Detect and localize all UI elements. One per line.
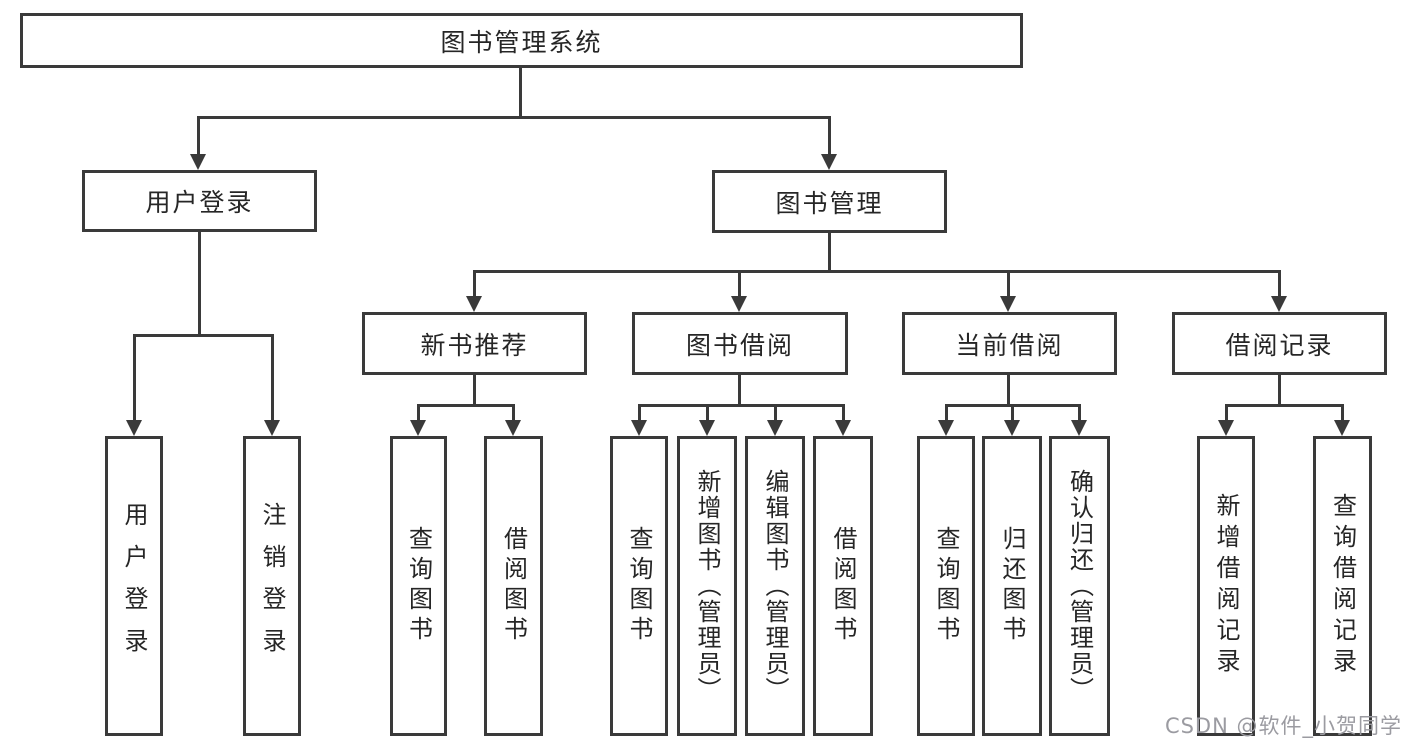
arrow-down-icon (1271, 296, 1287, 312)
connector-line (198, 232, 201, 336)
leaf-logout-label: 注销登录 (258, 502, 286, 670)
leaf-user-login-box: 用户登录 (105, 436, 163, 736)
leaf-query-books-recommend-label: 查询图书 (404, 526, 433, 646)
leaf-borrow-books-borrow-box: 借阅图书 (813, 436, 873, 736)
root-label: 图书管理系统 (440, 27, 603, 57)
arrow-down-icon (1218, 420, 1234, 436)
leaf-query-borrow-record-box: 查询借阅记录 (1313, 436, 1372, 736)
node-new-book-recommend-box: 新书推荐 (362, 312, 587, 375)
branch-user-login-box: 用户登录 (82, 170, 317, 232)
leaf-query-books-recommend-box: 查询图书 (390, 436, 447, 736)
arrow-down-icon (631, 420, 647, 436)
arrow-down-icon (466, 296, 482, 312)
connector-line (519, 66, 522, 119)
connector-line (133, 334, 273, 337)
node-book-borrow-box: 图书借阅 (632, 312, 848, 375)
connector-line (738, 270, 741, 300)
arrow-down-icon (938, 420, 954, 436)
leaf-edit-books-admin-box: 编辑图书（管理员） (745, 436, 805, 736)
arrow-down-icon (1071, 420, 1087, 436)
arrow-down-icon (731, 296, 747, 312)
connector-line (1011, 404, 1014, 422)
arrow-down-icon (505, 420, 521, 436)
connector-line (1225, 404, 1228, 422)
leaf-confirm-return-admin-label: 确认归还（管理员） (1065, 469, 1094, 703)
leaf-edit-books-admin-label: 编辑图书（管理员） (761, 469, 789, 703)
leaf-query-books-borrow-label: 查询图书 (625, 526, 653, 646)
csdn-watermark: CSDN @软件_小贺同学 (1164, 714, 1402, 738)
connector-line (828, 116, 831, 156)
leaf-return-books-label: 归还图书 (998, 526, 1026, 646)
connector-line (473, 270, 476, 300)
connector-line (945, 404, 948, 422)
connector-line (1278, 270, 1281, 300)
connector-line (197, 116, 200, 156)
leaf-query-borrow-record-label: 查询借阅记录 (1328, 493, 1357, 679)
connector-line (738, 375, 741, 406)
leaf-add-books-admin-box: 新增图书（管理员） (677, 436, 737, 736)
arrow-down-icon (821, 154, 837, 170)
leaf-borrow-books-borrow-label: 借阅图书 (829, 526, 857, 646)
arrow-down-icon (190, 154, 206, 170)
node-borrow-records-box: 借阅记录 (1172, 312, 1387, 375)
leaf-borrow-books-recommend-box: 借阅图书 (484, 436, 543, 736)
connector-line (1078, 404, 1081, 422)
arrow-down-icon (126, 420, 142, 436)
node-borrow-records-label: 借阅记录 (1225, 330, 1334, 360)
connector-line (706, 404, 709, 422)
connector-line (473, 375, 476, 406)
connector-line (1278, 375, 1281, 406)
connector-line (1007, 375, 1010, 406)
arrow-down-icon (1334, 420, 1350, 436)
branch-user-login-label: 用户登录 (145, 188, 254, 217)
node-new-book-recommend-label: 新书推荐 (420, 330, 529, 360)
arrow-down-icon (699, 420, 715, 436)
arrow-down-icon (410, 420, 426, 436)
arrow-down-icon (1000, 296, 1016, 312)
connector-line (1225, 404, 1344, 407)
branch-book-management-label: 图书管理 (775, 188, 884, 218)
connector-line (1341, 404, 1344, 422)
leaf-query-books-current-box: 查询图书 (917, 436, 975, 736)
arrow-down-icon (767, 420, 783, 436)
leaf-query-books-current-label: 查询图书 (932, 526, 960, 646)
branch-book-management-box: 图书管理 (712, 170, 947, 233)
connector-line (417, 404, 515, 407)
connector-line (512, 404, 515, 422)
connector-line (197, 116, 831, 119)
leaf-add-books-admin-label: 新增图书（管理员） (693, 469, 721, 703)
leaf-add-borrow-record-box: 新增借阅记录 (1197, 436, 1255, 736)
connector-line (638, 404, 641, 422)
leaf-logout-box: 注销登录 (243, 436, 301, 736)
connector-line (417, 404, 420, 422)
arrow-down-icon (264, 420, 280, 436)
leaf-query-books-borrow-box: 查询图书 (610, 436, 668, 736)
leaf-confirm-return-admin-box: 确认归还（管理员） (1049, 436, 1110, 736)
connector-line (774, 404, 777, 422)
connector-line (638, 404, 845, 407)
arrow-down-icon (1004, 420, 1020, 436)
arrow-down-icon (835, 420, 851, 436)
node-current-borrow-box: 当前借阅 (902, 312, 1117, 375)
node-book-borrow-label: 图书借阅 (685, 330, 794, 360)
node-current-borrow-label: 当前借阅 (955, 330, 1064, 360)
leaf-borrow-books-recommend-label: 借阅图书 (499, 526, 528, 646)
leaf-user-login-label: 用户登录 (120, 502, 148, 670)
leaf-add-borrow-record-label: 新增借阅记录 (1212, 493, 1240, 679)
connector-line (133, 334, 136, 422)
connector-line (473, 270, 1281, 273)
connector-line (1007, 270, 1010, 300)
connector-line (842, 404, 845, 422)
connector-line (828, 233, 831, 272)
root-box: 图书管理系统 (20, 13, 1023, 68)
connector-line (271, 334, 274, 422)
leaf-return-books-box: 归还图书 (982, 436, 1042, 736)
